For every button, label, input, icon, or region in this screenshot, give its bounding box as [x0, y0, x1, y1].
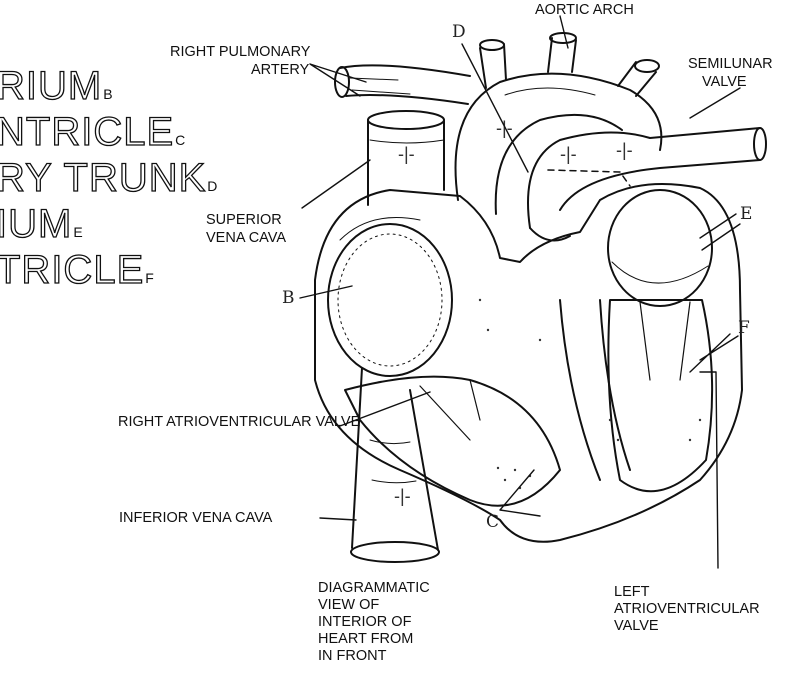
- left-atrium-chamber: [608, 190, 712, 306]
- caption-line: DIAGRAMMATIC: [318, 580, 430, 597]
- label-right-av-valve: RIGHT ATRIOVENTRICULAR VALVE: [118, 414, 360, 431]
- label-superior-vena-cava-line1: SUPERIOR: [206, 212, 282, 229]
- caption-line: HEART FROM: [318, 631, 430, 648]
- caption-line: INTERIOR OF: [318, 614, 430, 631]
- caption-line: VIEW OF: [318, 597, 430, 614]
- label-semilunar-valve-line1: SEMILUNAR: [688, 56, 773, 73]
- label-superior-vena-cava-line2: VENA CAVA: [206, 230, 286, 247]
- svg-text:-|-: -|-: [616, 140, 633, 160]
- label-inferior-vena-cava: INFERIOR VENA CAVA: [119, 510, 272, 527]
- label-right-pulmonary-artery-line1: RIGHT PULMONARY: [170, 44, 310, 61]
- handwritten-letter-e: E: [740, 204, 752, 224]
- left-av-valve-line: VALVE: [614, 618, 760, 635]
- heart-outline: [315, 184, 742, 542]
- label-right-pulmonary-artery-line2: ARTERY: [251, 62, 309, 79]
- caption-line: IN FRONT: [318, 648, 430, 665]
- right-ventricle-chamber: [345, 377, 560, 506]
- inferior-vena-cava-vessel: -|-: [351, 368, 439, 562]
- left-av-valve-line: ATRIOVENTRICULAR: [614, 601, 760, 618]
- muscle-stipple: [479, 299, 701, 489]
- label-left-av-valve: LEFT ATRIOVENTRICULAR VALVE: [614, 584, 760, 635]
- interventricular-septum: [560, 300, 630, 480]
- handwritten-letter-c: C: [486, 512, 499, 532]
- handwritten-letter-b: B: [282, 288, 295, 308]
- handwritten-letter-f: F: [738, 318, 750, 338]
- left-ventricle-chamber: [608, 300, 712, 491]
- svg-text:-|-: -|-: [496, 118, 513, 138]
- semilunar-valve-shape: [530, 228, 570, 241]
- caption: DIAGRAMMATIC VIEW OF INTERIOR OF HEART F…: [318, 580, 430, 665]
- label-aortic-arch: AORTIC ARCH: [535, 2, 634, 19]
- svg-text:-|-: -|-: [394, 486, 411, 506]
- svg-text:-|-: -|-: [398, 144, 415, 164]
- handwritten-letter-d: D: [452, 22, 466, 42]
- left-av-valve-line: LEFT: [614, 584, 760, 601]
- right-atrium-chamber: [328, 218, 452, 377]
- svg-text:-|-: -|-: [560, 144, 577, 164]
- pulmonary-trunk-vessel: -|- -|-: [528, 128, 766, 228]
- right-pulmonary-artery-vessel: [335, 65, 470, 104]
- label-semilunar-valve-line2: VALVE: [702, 74, 747, 91]
